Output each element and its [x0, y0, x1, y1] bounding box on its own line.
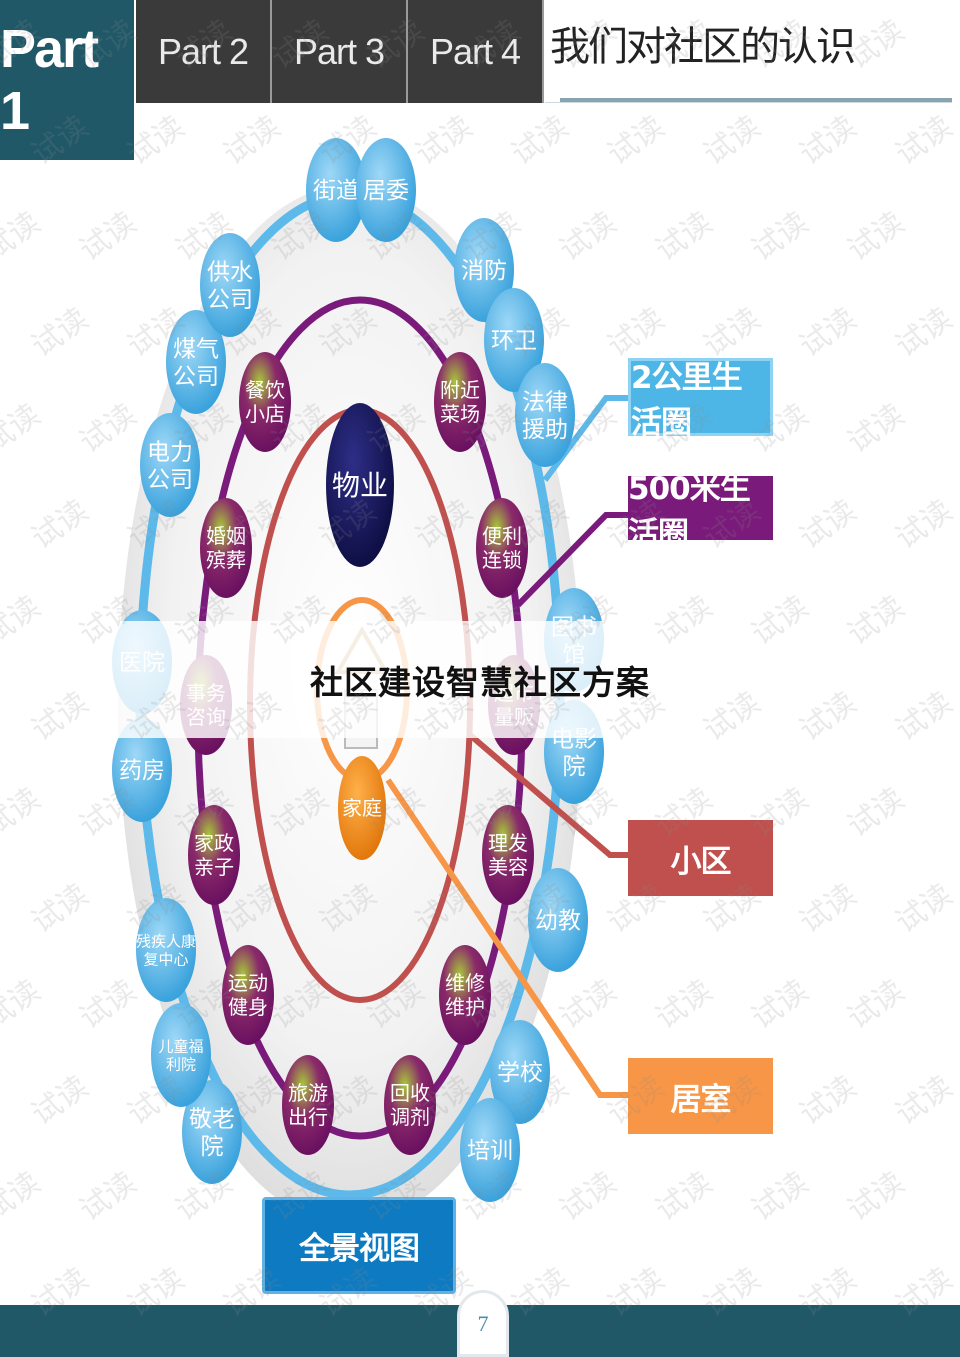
middle-node-11-label: 殡葬 — [206, 548, 246, 572]
outer-node-4: 环卫 — [484, 288, 544, 392]
outer-node-17-label: 公司 — [173, 364, 219, 390]
outer-node-13-label: 残疾人康 — [136, 932, 196, 950]
middle-node-7-label: 旅游 — [288, 1081, 328, 1105]
page-title: 我们对社区的认识 — [550, 24, 856, 70]
title-underline-thin — [545, 102, 952, 103]
outer-node-2-label: 居委 — [363, 178, 409, 204]
middle-node-5-label: 维护 — [445, 995, 485, 1019]
outer-node-2: 居委 — [356, 138, 416, 242]
middle-node-7-label: 出行 — [288, 1105, 328, 1129]
home-node-label: 家庭 — [342, 796, 382, 820]
middle-node-1-label: 附近 — [440, 378, 480, 402]
legend-2km: 2公里生活圈 — [628, 358, 773, 441]
middle-node-4-label: 理发 — [488, 831, 528, 855]
outer-node-9-label: 学校 — [497, 1060, 543, 1086]
outer-node-7-label: 院 — [563, 754, 586, 780]
outer-node-3-label: 消防 — [461, 258, 507, 284]
middle-node-4-label: 美容 — [488, 855, 528, 879]
outer-node-16-label: 电力 — [147, 439, 193, 465]
outer-node-17-label: 煤气 — [173, 336, 219, 362]
tab-part-3[interactable]: Part 3 — [272, 0, 408, 103]
outer-node-14: 药房 — [112, 718, 172, 822]
outer-node-14-label: 药房 — [119, 758, 165, 784]
page-number: 7 — [457, 1290, 509, 1357]
outer-node-11: 敬老院 — [182, 1080, 242, 1184]
outer-node-8-label: 幼教 — [535, 908, 581, 934]
middle-node-11-label: 婚姻 — [206, 524, 246, 548]
outer-node-8: 幼教 — [528, 868, 588, 972]
middle-node-12-label: 小店 — [245, 402, 285, 426]
outer-node-4-label: 环卫 — [491, 328, 537, 354]
outer-node-1: 街道 — [306, 138, 366, 242]
middle-node-2-label: 便利 — [482, 524, 522, 548]
banner-text: 社区建设智慧社区方案 — [310, 662, 650, 702]
outer-node-11-label: 院 — [201, 1134, 224, 1160]
outer-node-11-label: 敬老 — [189, 1106, 235, 1132]
outer-node-5-label: 法律 — [522, 389, 568, 415]
middle-node-8-label: 运动 — [228, 971, 268, 995]
home-node: 家庭 — [338, 756, 386, 860]
outer-node-9: 学校 — [490, 1020, 550, 1124]
outer-node-13-label: 复中心 — [143, 950, 188, 968]
outer-node-10: 培训 — [460, 1098, 520, 1202]
property-node-label: 物业 — [332, 469, 388, 502]
middle-node-2-label: 连锁 — [482, 548, 522, 572]
outer-node-12-label: 利院 — [166, 1055, 196, 1073]
tab-part-1[interactable]: Part 1 — [0, 0, 134, 160]
legend-500m: 500米生活圈 — [628, 471, 773, 552]
connector-residence — [385, 778, 628, 1098]
outer-node-18-label: 供水 — [207, 259, 253, 285]
connector-500m — [515, 512, 628, 608]
middle-node-9-label: 家政 — [194, 831, 234, 855]
title-banner: 社区建设智慧社区方案 — [0, 621, 960, 738]
middle-node-6-label: 回收 — [390, 1081, 430, 1105]
outer-node-5-label: 援助 — [522, 417, 568, 443]
outer-node-18-label: 公司 — [207, 287, 253, 313]
middle-node-8-label: 健身 — [228, 995, 268, 1019]
panorama-view-button[interactable]: 全景视图 — [262, 1197, 456, 1294]
outer-node-12-label: 儿童福 — [158, 1037, 203, 1055]
outer-node-10-label: 培训 — [467, 1138, 513, 1164]
tab-part-4[interactable]: Part 4 — [408, 0, 544, 103]
legend-community: 小区 — [628, 820, 773, 896]
middle-node-9-label: 亲子 — [194, 855, 234, 879]
tab-part-2[interactable]: Part 2 — [136, 0, 272, 103]
outer-node-16-label: 公司 — [147, 467, 193, 493]
middle-node-6-label: 调剂 — [390, 1105, 430, 1129]
title-underline — [560, 98, 952, 102]
middle-node-5-label: 维修 — [445, 971, 485, 995]
middle-node-12-label: 餐饮 — [245, 378, 285, 402]
legend-residence: 居室 — [628, 1058, 773, 1134]
outer-node-1-label: 街道 — [313, 178, 359, 204]
property-node: 物业 — [326, 403, 394, 567]
connector-community — [468, 732, 628, 858]
middle-node-1-label: 菜场 — [440, 402, 480, 426]
